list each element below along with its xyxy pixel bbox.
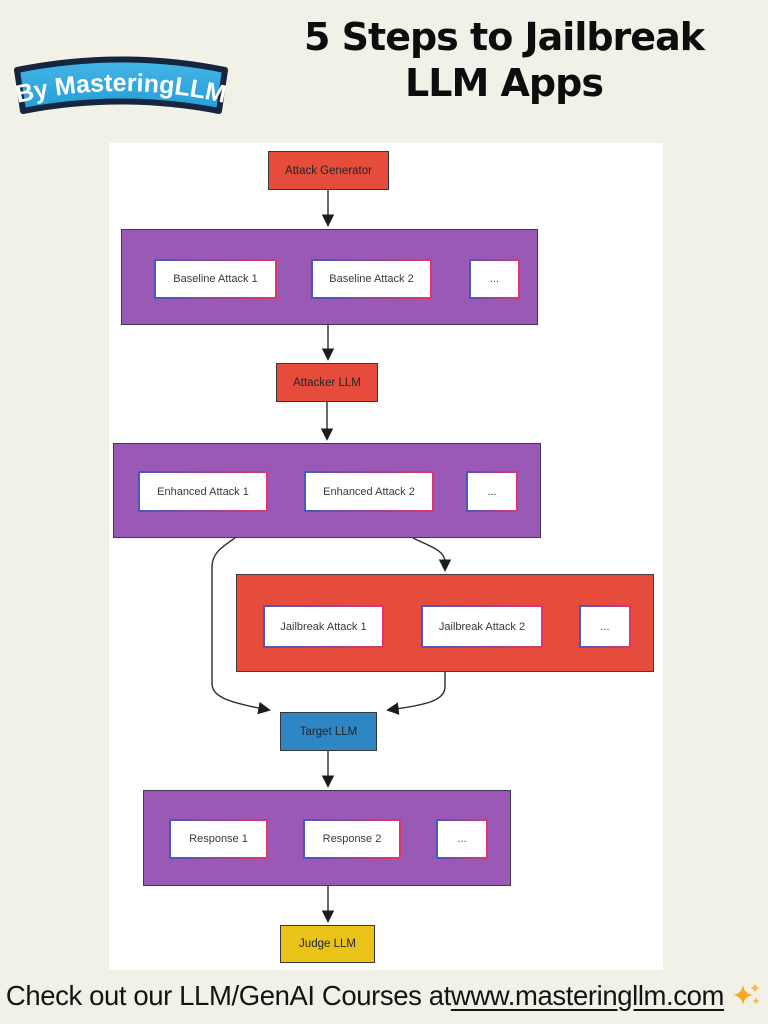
arrow-enhanced-to-target <box>211 537 271 715</box>
leaf-response-more: ... <box>436 819 488 859</box>
leaf-label: ... <box>457 833 467 845</box>
leaf-label: Response 2 <box>322 833 382 845</box>
group-jailbreak-attacks: Jailbreak Attack 1 Jailbreak Attack 2 ..… <box>236 574 654 672</box>
leaf-label: Baseline Attack 1 <box>173 273 258 285</box>
node-attack-generator-label: Attack Generator <box>285 164 372 177</box>
leaf-enhanced-attack-more: ... <box>466 471 518 512</box>
leaf-label: Baseline Attack 2 <box>329 273 414 285</box>
group-baseline-attacks: Baseline Attack 1 Baseline Attack 2 ... <box>121 229 538 325</box>
leaf-enhanced-attack-1: Enhanced Attack 1 <box>138 471 268 512</box>
leaf-label: Response 1 <box>189 833 248 845</box>
footer-link[interactable]: www.masteringllm.com <box>450 980 725 1011</box>
leaf-response-2: Response 2 <box>303 819 401 859</box>
node-judge-llm-label: Judge LLM <box>299 938 356 950</box>
leaf-label: ... <box>487 485 497 498</box>
leaf-jailbreak-attack-more: ... <box>579 605 631 648</box>
group-enhanced-attacks: Enhanced Attack 1 Enhanced Attack 2 ... <box>113 443 541 538</box>
leaf-label: ... <box>600 620 610 633</box>
leaf-jailbreak-attack-1: Jailbreak Attack 1 <box>263 605 384 648</box>
author-badge: By MasteringLLM <box>4 46 238 124</box>
leaf-response-1: Response 1 <box>169 819 268 859</box>
node-attack-generator: Attack Generator <box>268 151 389 190</box>
leaf-label: Jailbreak Attack 1 <box>280 620 367 633</box>
badge-ribbon: By MasteringLLM <box>13 56 229 114</box>
leaf-baseline-attack-2: Baseline Attack 2 <box>311 259 432 299</box>
page-title: 5 Steps to Jailbreak LLM Apps <box>248 14 760 107</box>
arrow-jailbreak-to-target <box>386 672 446 715</box>
title-line2: LLM Apps <box>405 61 604 106</box>
footer-cta: Check out our LLM/GenAI Courses at www.m… <box>0 968 768 1024</box>
node-target-llm: Target LLM <box>280 712 377 751</box>
node-attacker-llm: Attacker LLM <box>276 363 378 402</box>
node-attacker-llm-label: Attacker LLM <box>293 376 361 389</box>
sparkles-icon <box>733 983 761 1005</box>
leaf-label: Enhanced Attack 1 <box>157 485 249 498</box>
arrow-enhanced-to-jailbreak <box>412 537 452 572</box>
leaf-baseline-attack-more: ... <box>469 259 520 299</box>
leaf-enhanced-attack-2: Enhanced Attack 2 <box>304 471 434 512</box>
node-target-llm-label: Target LLM <box>299 725 358 738</box>
leaf-label: ... <box>489 273 500 285</box>
leaf-label: Jailbreak Attack 2 <box>438 620 526 633</box>
leaf-jailbreak-attack-2: Jailbreak Attack 2 <box>421 605 543 648</box>
flowchart-canvas: Attack Generator Baseline Attack 1 Basel… <box>109 143 663 970</box>
leaf-baseline-attack-1: Baseline Attack 1 <box>154 259 277 299</box>
group-responses: Response 1 Response 2 ... <box>143 790 511 886</box>
flow-arrows <box>211 190 452 923</box>
footer-text: Check out our LLM/GenAI Courses at <box>5 980 451 1011</box>
title-line1: 5 Steps to Jailbreak <box>304 15 705 59</box>
node-judge-llm: Judge LLM <box>280 925 375 963</box>
leaf-label: Enhanced Attack 2 <box>323 485 415 498</box>
